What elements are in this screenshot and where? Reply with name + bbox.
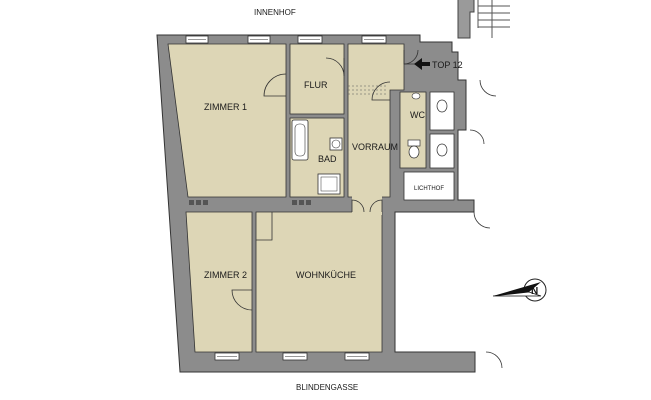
washbasin-icon-wc [411, 92, 421, 100]
room-label-lichthof: LICHTHOF [414, 186, 444, 192]
room-flur [289, 43, 345, 115]
room-label-zimmer-1: ZIMMER 1 [204, 102, 247, 112]
shower-icon [317, 173, 341, 195]
room-label-zimmer-2: ZIMMER 2 [204, 270, 247, 280]
room-wohnkueche [255, 211, 383, 353]
rooms [167, 43, 427, 353]
street-label-bottom: BLINDENGASSE [296, 383, 358, 392]
toilet-icon-neighbour [436, 99, 448, 157]
doors [231, 49, 503, 369]
room-zimmer-2 [185, 211, 253, 353]
window-hatches [188, 39, 384, 357]
street-label-top: INNENHOF [254, 8, 296, 17]
passage [352, 195, 382, 215]
neighbour-stair [457, 0, 510, 39]
radiators [189, 200, 311, 205]
room-label-bad: BAD [318, 154, 337, 164]
bathtub-icon [291, 119, 309, 161]
svg-text:N: N [531, 286, 538, 297]
room-label-wohnkueche: WOHNKÜCHE [296, 270, 356, 280]
entrance-arrow-icon [414, 58, 430, 70]
room-label-wc: WC [410, 110, 425, 120]
lichthof-area [403, 171, 455, 201]
toilet-icon [407, 139, 421, 159]
north-arrow-icon: N [492, 278, 547, 302]
washbasin-icon [329, 137, 343, 151]
steps [348, 85, 388, 95]
room-label-vorraum: VORRAUM [352, 142, 398, 152]
room-label-flur: FLUR [304, 80, 328, 90]
unit-tag: TOP 12 [432, 60, 463, 70]
room-zimmer-1 [167, 43, 287, 198]
